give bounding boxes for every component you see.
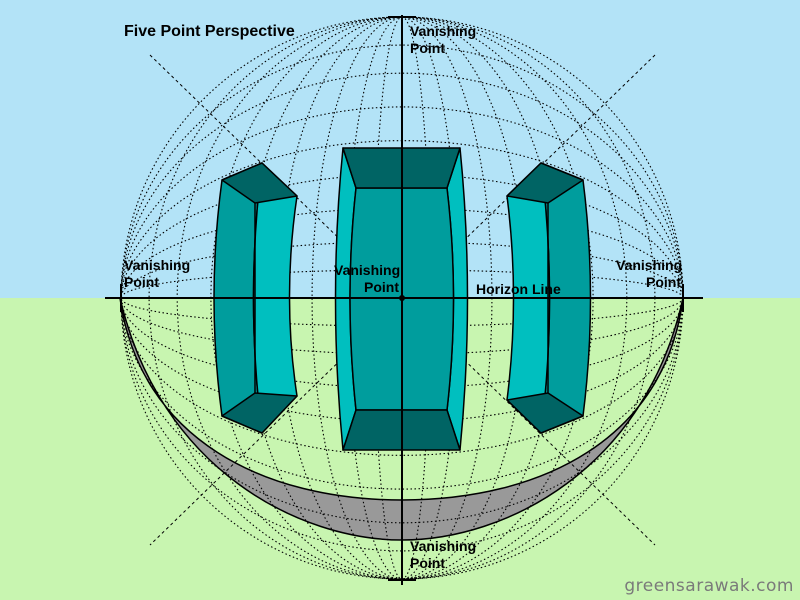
vp-top-line2: Point xyxy=(410,40,445,56)
vanishing-point-bottom-label: Vanishing Point xyxy=(410,538,476,572)
vanishing-point-right-label: Vanishing Point xyxy=(616,257,682,291)
vanishing-point-center-label: Vanishing Point xyxy=(334,262,400,296)
vanishing-point-top-label: Vanishing Point xyxy=(410,23,476,57)
vp-right-line2: Point xyxy=(646,274,681,290)
watermark: greensarawak.com xyxy=(624,576,794,596)
vp-top-line1: Vanishing xyxy=(410,23,477,39)
vp-bottom-line2: Point xyxy=(410,555,445,571)
vp-left-line2: Point xyxy=(124,274,159,290)
vanishing-point-center-dot xyxy=(399,295,405,301)
vp-center-line1: Vanishing xyxy=(334,262,401,278)
vp-right-line1: Vanishing xyxy=(616,257,683,273)
horizon-line-label: Horizon Line xyxy=(476,281,561,297)
diagram-title: Five Point Perspective xyxy=(124,23,295,40)
vp-bottom-line1: Vanishing xyxy=(410,538,477,554)
vp-left-line1: Vanishing xyxy=(124,257,191,273)
vanishing-point-left-label: Vanishing Point xyxy=(124,257,190,291)
vp-center-line2: Point xyxy=(364,279,399,295)
